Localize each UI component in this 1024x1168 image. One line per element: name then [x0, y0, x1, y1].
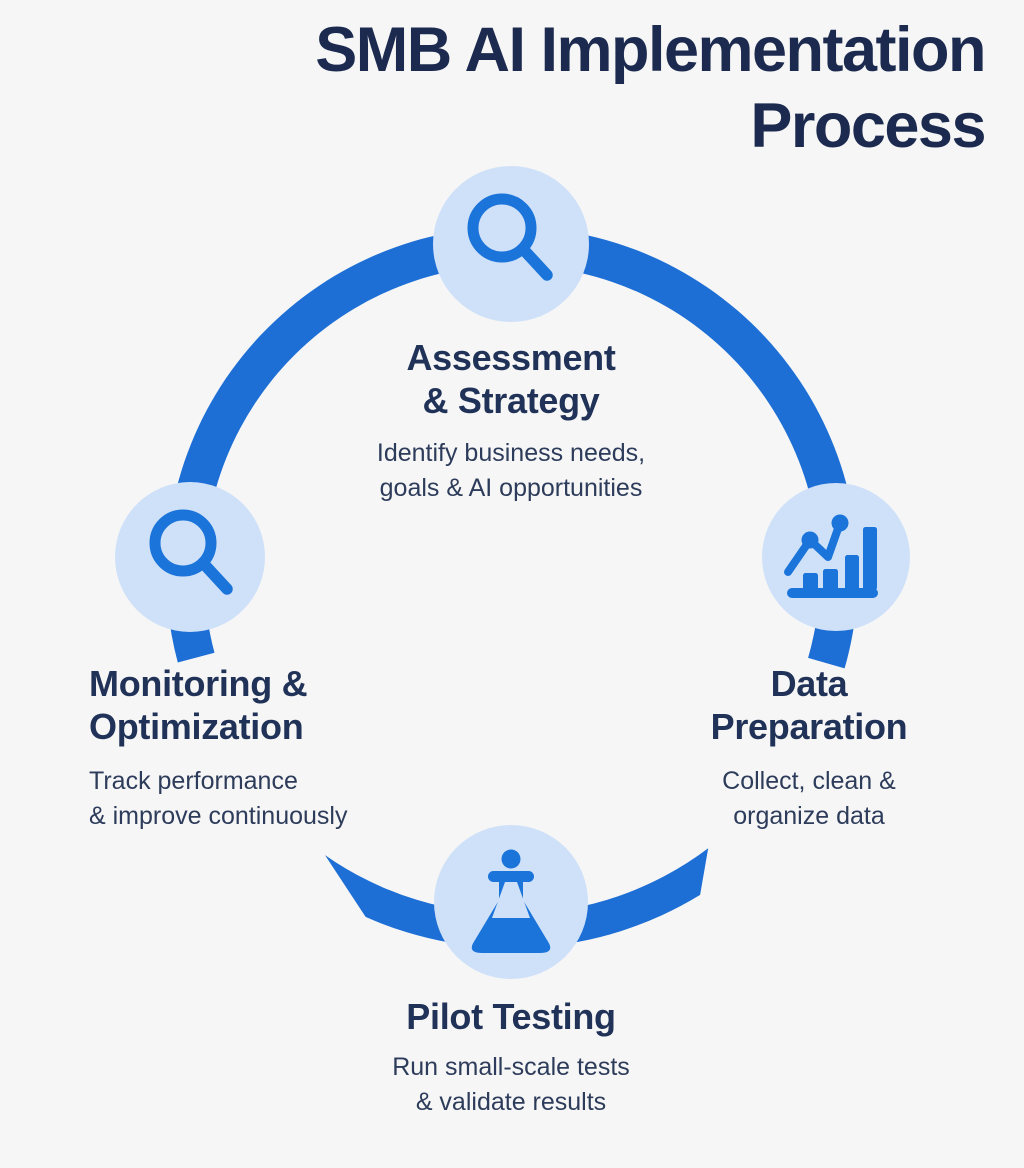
stage-desc-line: & validate results [415, 1088, 607, 1116]
stage-desc-monitoring: Track performance & improve continuously [89, 764, 469, 834]
stage-circle-monitoring [115, 482, 265, 632]
stage-title-line: Monitoring & [89, 663, 308, 704]
stage-title-line: Preparation [710, 706, 908, 747]
stage-node-pilot-testing [434, 825, 588, 979]
stage-desc-line: organize data [733, 802, 885, 830]
stage-desc-pilot-testing: Run small-scale tests & validate results [261, 1050, 761, 1120]
page-title-line1: SMB AI Implementation [315, 15, 986, 85]
stage-desc-line: Run small-scale tests [392, 1053, 630, 1081]
stage-title-assessment: Assessment & Strategy [261, 336, 761, 422]
flask-icon [471, 849, 551, 953]
stage-desc-line: goals & AI opportunities [379, 474, 643, 502]
stage-circle-assessment [433, 166, 589, 322]
stage-desc-line: & improve continuously [89, 802, 348, 830]
stage-title-line: Pilot Testing [406, 996, 616, 1037]
stage-title-line: Assessment [406, 337, 616, 378]
stage-desc-assessment: Identify business needs, goals & AI oppo… [261, 436, 761, 506]
stage-circle-data-preparation [762, 483, 910, 631]
stage-title-line: Optimization [89, 706, 304, 747]
stage-desc-data-preparation: Collect, clean & organize data [659, 764, 959, 834]
stage-node-assessment [433, 166, 589, 322]
magnifier-search-icon [149, 509, 233, 595]
bar-line-chart-icon [784, 514, 878, 598]
ring-arc-bottom [325, 848, 709, 948]
page-title-line2: Process [750, 91, 986, 161]
stage-node-monitoring [115, 482, 265, 632]
stage-desc-line: Track performance [89, 767, 298, 795]
stage-desc-line: Collect, clean & [722, 767, 896, 795]
stage-title-line: & Strategy [422, 380, 600, 421]
stage-title-line: Data [770, 663, 848, 704]
stage-title-pilot-testing: Pilot Testing [261, 995, 761, 1038]
magnifier-search-icon [467, 193, 553, 281]
stage-title-monitoring: Monitoring & Optimization [89, 662, 429, 748]
stage-desc-line: Identify business needs, [376, 439, 646, 467]
stage-node-data-preparation [762, 483, 910, 631]
page-title: SMB AI Implementation Process [0, 12, 986, 164]
stage-title-data-preparation: Data Preparation [659, 662, 959, 748]
